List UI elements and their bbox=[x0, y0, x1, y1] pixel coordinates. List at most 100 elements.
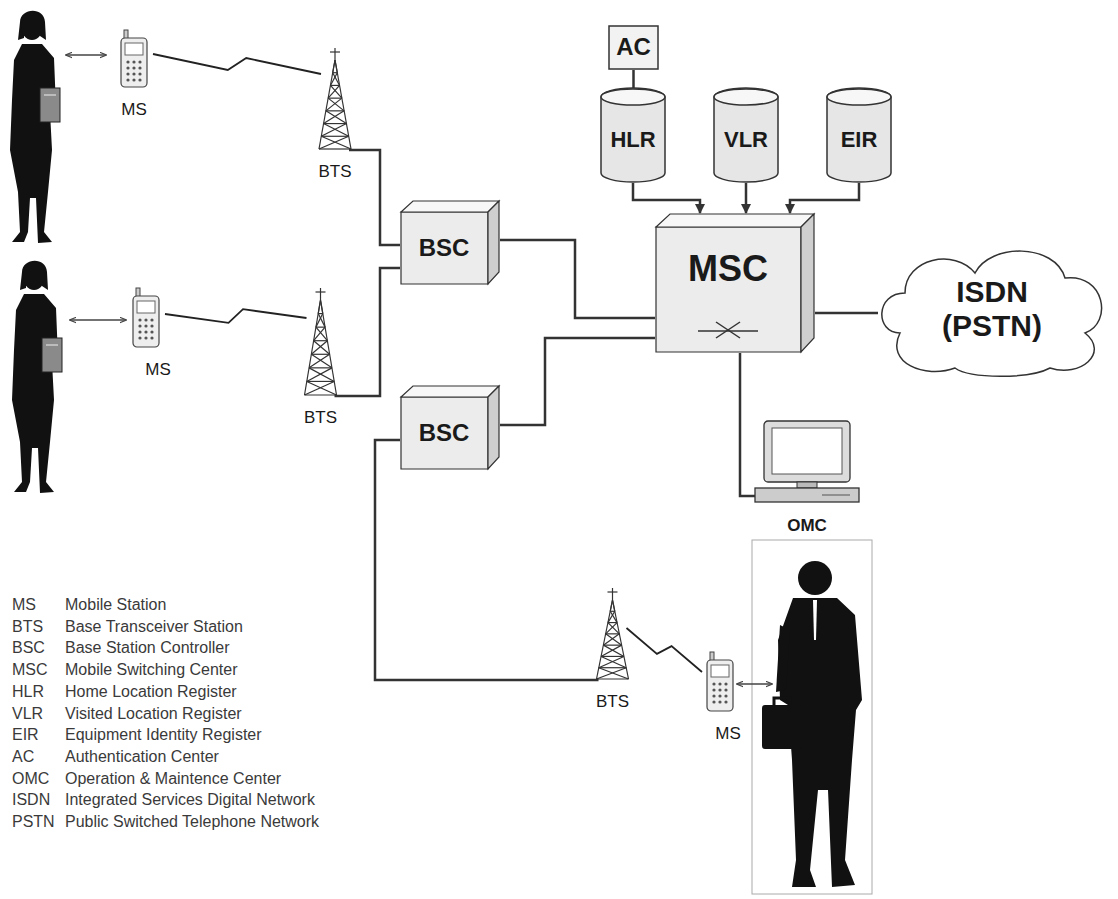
phone-key bbox=[718, 688, 721, 691]
phone-key bbox=[724, 688, 727, 691]
cylinder-body bbox=[601, 88, 665, 182]
glossary-term: Visited Location Register bbox=[65, 705, 242, 723]
tower-brace bbox=[321, 124, 346, 137]
tower-antenna bbox=[334, 48, 335, 60]
tower-brace bbox=[335, 60, 337, 73]
box-outline bbox=[609, 26, 658, 69]
database-cylinder: VLR bbox=[713, 88, 779, 183]
database-cylinder: HLR bbox=[600, 88, 666, 183]
tower-antenna bbox=[330, 51, 340, 52]
phone-key bbox=[144, 336, 147, 339]
woman-figure bbox=[12, 261, 62, 493]
label-area: BSC bbox=[400, 397, 488, 470]
tower-brace bbox=[309, 354, 330, 368]
node-label: MS bbox=[121, 100, 147, 119]
connector-line bbox=[633, 183, 700, 213]
phone-key bbox=[150, 318, 153, 321]
tower-brace bbox=[599, 668, 629, 679]
phone-body bbox=[133, 296, 159, 347]
connector-line bbox=[500, 338, 655, 425]
tower-brace bbox=[309, 368, 334, 382]
glossary-abbreviation: BSC bbox=[12, 639, 45, 657]
tower-rung bbox=[606, 633, 620, 634]
tower-brace bbox=[324, 111, 345, 124]
man-figure bbox=[762, 561, 862, 887]
tower-brace bbox=[326, 111, 347, 124]
tower-shape bbox=[585, 588, 640, 680]
tower-brace bbox=[601, 656, 626, 667]
tower-brace bbox=[608, 623, 619, 634]
tower-brace bbox=[330, 85, 341, 98]
tower-brace bbox=[305, 381, 335, 395]
cylinder-body bbox=[714, 88, 778, 182]
phone-key bbox=[126, 72, 129, 75]
glossary-term: Mobile Switching Center bbox=[65, 661, 238, 679]
box-side bbox=[488, 201, 499, 284]
phone-key bbox=[724, 694, 727, 697]
briefcase-handle bbox=[774, 698, 790, 705]
controller-box: BSC bbox=[400, 385, 500, 470]
phone-key bbox=[138, 78, 141, 81]
node-label: BTS bbox=[596, 692, 629, 711]
phone-key bbox=[138, 318, 141, 321]
connector-line bbox=[790, 183, 859, 213]
phone-key bbox=[138, 336, 141, 339]
node-label: BSC bbox=[419, 420, 470, 447]
tower-rung bbox=[599, 667, 626, 668]
switching-center-box: MSC bbox=[655, 213, 815, 353]
glossary-abbreviation: MSC bbox=[12, 661, 48, 679]
tower-antenna bbox=[608, 591, 618, 592]
node-label: AC bbox=[616, 34, 651, 61]
phone-key bbox=[138, 72, 141, 75]
glossary-abbreviation: VLR bbox=[12, 705, 43, 723]
glossary-term: Integrated Services Digital Network bbox=[65, 791, 315, 809]
monitor bbox=[764, 421, 850, 482]
head bbox=[798, 561, 832, 595]
node-label: MS bbox=[715, 724, 741, 743]
connector-line bbox=[815, 312, 878, 315]
cylinder-top bbox=[714, 89, 778, 105]
box-side bbox=[488, 386, 499, 469]
tower-rung bbox=[328, 98, 342, 99]
tower-antenna bbox=[320, 288, 321, 300]
tower-rung bbox=[321, 136, 348, 137]
mobile-station: MS bbox=[112, 30, 156, 116]
label-area: MS bbox=[703, 724, 753, 743]
folder-sheet bbox=[46, 345, 58, 346]
tower-rung bbox=[601, 656, 624, 657]
tower-brace bbox=[333, 60, 335, 73]
phone-key bbox=[718, 682, 721, 685]
node-label: EIR bbox=[841, 128, 878, 153]
glossary-term: Operation & Maintence Center bbox=[65, 770, 281, 788]
tower-brace bbox=[330, 73, 337, 86]
connector-line bbox=[632, 70, 635, 88]
maintenance-terminal: OMC bbox=[752, 420, 862, 534]
tower-brace bbox=[606, 623, 617, 634]
tower-rung bbox=[319, 148, 351, 149]
phone-body bbox=[121, 38, 147, 87]
tower-brace bbox=[613, 600, 615, 611]
box-top bbox=[656, 214, 814, 227]
box-top bbox=[401, 386, 499, 397]
label-area: BTS bbox=[293, 408, 348, 427]
radio-link bbox=[165, 309, 307, 323]
phone-key bbox=[138, 330, 141, 333]
tie bbox=[813, 600, 817, 640]
tower-rung bbox=[314, 340, 328, 341]
computer-base bbox=[755, 488, 859, 502]
tower-brace bbox=[321, 300, 323, 314]
glossary-term: Base Station Controller bbox=[65, 639, 230, 657]
phone-key bbox=[132, 60, 135, 63]
cylinder-body bbox=[827, 88, 891, 182]
node-label: BTS bbox=[304, 408, 337, 427]
phone-key bbox=[126, 60, 129, 63]
tower-brace bbox=[316, 327, 327, 341]
box-front bbox=[656, 227, 801, 352]
phone-key bbox=[126, 66, 129, 69]
phone-key bbox=[712, 688, 715, 691]
phone-shape bbox=[112, 30, 156, 88]
mobile-station: MS bbox=[135, 288, 181, 380]
tower-brace bbox=[314, 327, 325, 341]
mobile-station: MS bbox=[703, 652, 753, 746]
glossary-abbreviation: AC bbox=[12, 748, 34, 766]
